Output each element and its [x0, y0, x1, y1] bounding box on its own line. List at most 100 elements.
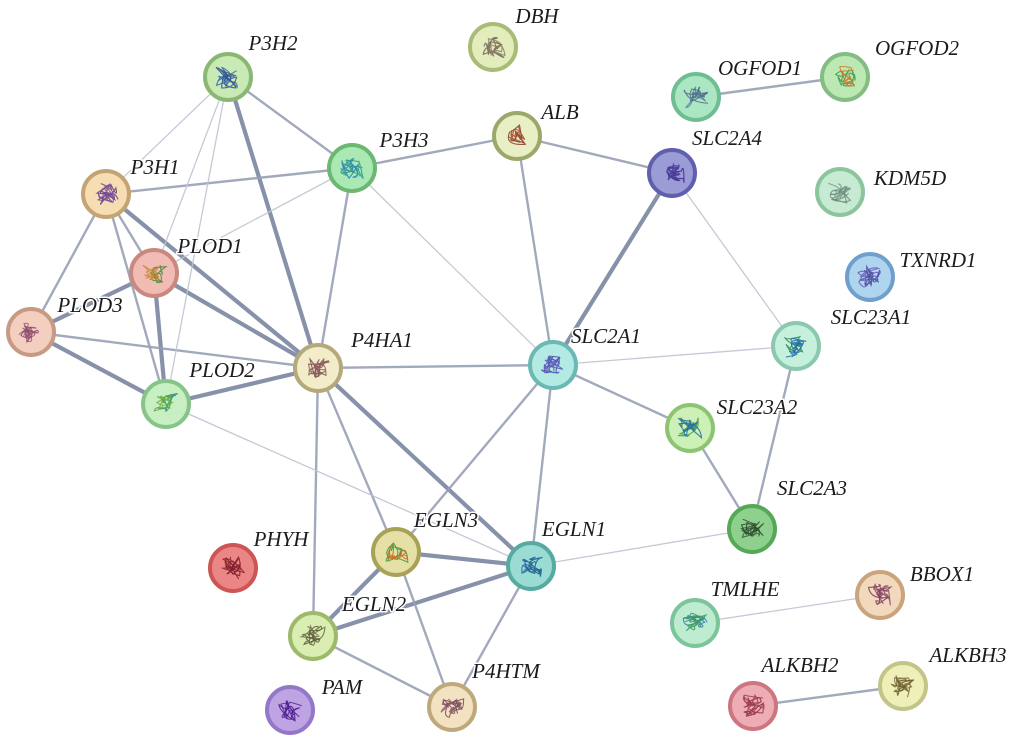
node-OGFOD2[interactable] — [820, 52, 870, 102]
node-label-PLOD3: PLOD3 — [56, 293, 122, 317]
edge-SLC23A1-SLC2A3[interactable] — [750, 344, 798, 531]
node-PLOD2[interactable] — [141, 379, 191, 429]
edge-ALKBH2-ALKBH3[interactable] — [751, 684, 905, 708]
node-circle-PAM[interactable] — [265, 685, 315, 735]
edge-P4HA1-SLC2A1[interactable] — [316, 363, 555, 370]
edge-P3H1-P3H3[interactable] — [104, 166, 354, 196]
node-label-PHYH: PHYH — [253, 527, 311, 551]
node-EGLN3[interactable] — [371, 527, 421, 577]
protein-structure-glyph — [742, 694, 765, 717]
edge-P4HA1-EGLN2[interactable] — [311, 366, 320, 638]
edge-P3H3-ALB[interactable] — [350, 134, 519, 170]
node-SLC23A2[interactable] — [665, 403, 715, 453]
node-circle-P4HTM[interactable] — [427, 682, 477, 732]
node-SLC2A4[interactable] — [647, 148, 697, 198]
edge-P3H2-P4HA1[interactable] — [225, 74, 321, 371]
edge-P3H3-P4HA1[interactable] — [316, 166, 354, 370]
edge-P4HA1-EGLN3[interactable] — [316, 366, 398, 554]
node-circle-DBH[interactable] — [468, 22, 518, 72]
node-label-BBOX1: BBOX1 — [910, 562, 974, 586]
node-SLC23A1[interactable] — [771, 321, 821, 371]
protein-structure-glyph — [220, 555, 246, 580]
node-OGFOD1[interactable] — [671, 72, 721, 122]
edge-EGLN2-EGLN1[interactable] — [310, 563, 534, 639]
node-P4HA1[interactable] — [293, 343, 343, 393]
node-PLOD1[interactable] — [129, 248, 179, 298]
node-label-P4HTM: P4HTM — [471, 659, 541, 683]
edge-P3H3-SLC2A1[interactable] — [351, 167, 554, 366]
protein-structure-glyph — [340, 157, 364, 180]
node-PLOD3[interactable] — [6, 307, 56, 357]
node-P3H1[interactable] — [81, 169, 131, 219]
node-DBH[interactable] — [468, 22, 518, 72]
edge-PLOD2-P4HA1[interactable] — [163, 365, 321, 407]
node-ALKBH3[interactable] — [878, 661, 928, 711]
node-label-P3H2: P3H2 — [248, 31, 298, 55]
node-label-PAM: PAM — [321, 675, 364, 699]
node-label-EGLN2: EGLN2 — [341, 592, 407, 616]
edge-ALB-SLC2A1[interactable] — [515, 134, 555, 367]
node-EGLN2[interactable] — [288, 611, 338, 661]
edge-P3H2-P3H1[interactable] — [105, 76, 229, 195]
node-label-SLC2A1: SLC2A1 — [571, 324, 641, 348]
edge-PLOD3-PLOD2[interactable] — [28, 329, 169, 407]
protein-structure-glyph — [153, 393, 178, 412]
edge-P3H3-PLOD1[interactable] — [153, 167, 353, 274]
edge-P3H2-PLOD2[interactable] — [165, 76, 229, 405]
protein-structure-glyph — [18, 322, 39, 344]
node-label-OGFOD2: OGFOD2 — [875, 36, 959, 60]
node-SLC2A1[interactable] — [528, 340, 578, 390]
protein-structure-glyph — [215, 66, 238, 89]
edge-PLOD2-EGLN1[interactable] — [165, 403, 532, 567]
node-label-P3H3: P3H3 — [379, 128, 429, 152]
edge-P3H2-PLOD1[interactable] — [153, 76, 229, 274]
edge-PLOD1-P4HA1[interactable] — [151, 270, 321, 371]
node-BBOX1[interactable] — [855, 570, 905, 620]
edge-PLOD3-P4HA1[interactable] — [29, 330, 320, 370]
node-label-DBH: DBH — [514, 4, 560, 28]
node-ALB[interactable] — [492, 111, 542, 161]
edge-SLC2A1-SLC23A1[interactable] — [552, 345, 797, 366]
protein-structure-glyph — [142, 264, 168, 284]
protein-structure-glyph — [540, 355, 564, 374]
node-PHYH[interactable] — [208, 543, 258, 593]
node-label-SLC2A3: SLC2A3 — [777, 476, 847, 500]
edge-P3H1-PLOD2[interactable] — [104, 192, 168, 406]
node-label-PLOD1: PLOD1 — [176, 234, 242, 258]
edge-EGLN1-SLC2A3[interactable] — [530, 528, 753, 567]
node-EGLN1[interactable] — [506, 541, 556, 591]
node-ALKBH2[interactable] — [728, 681, 778, 731]
node-TMLHE[interactable] — [670, 598, 720, 648]
edge-P4HA1-EGLN1[interactable] — [315, 365, 534, 569]
protein-structure-glyph — [521, 556, 543, 577]
edge-SLC2A4-SLC23A1[interactable] — [671, 172, 797, 347]
protein-structure-glyph — [385, 541, 409, 564]
edge-SLC2A4-SLC2A1[interactable] — [550, 170, 675, 368]
node-P3H2[interactable] — [203, 52, 253, 102]
edge-EGLN3-P4HTM[interactable] — [394, 550, 454, 709]
edge-P3H1-PLOD3[interactable] — [29, 192, 108, 334]
edge-TMLHE-BBOX1[interactable] — [694, 594, 881, 624]
edge-SLC2A1-EGLN1[interactable] — [529, 363, 555, 568]
edge-SLC2A1-EGLN3[interactable] — [394, 363, 555, 554]
edge-EGLN1-P4HTM[interactable] — [450, 564, 533, 709]
edge-ALB-SLC2A4[interactable] — [515, 134, 674, 175]
protein-structure-glyph — [834, 65, 856, 88]
node-circle-EGLN3[interactable] — [371, 527, 421, 577]
node-P3H3[interactable] — [327, 143, 377, 193]
protein-structure-glyph — [308, 357, 330, 379]
node-label-KDM5D: KDM5D — [873, 166, 946, 190]
edge-EGLN2-P4HTM[interactable] — [311, 634, 454, 709]
protein-structure-glyph — [890, 675, 915, 698]
edge-SLC2A1-SLC23A2[interactable] — [551, 363, 692, 430]
protein-structure-glyph — [507, 124, 527, 146]
node-SLC2A3[interactable] — [727, 504, 777, 554]
edge-P3H1-P4HA1[interactable] — [103, 191, 321, 371]
node-PAM[interactable] — [265, 685, 315, 735]
node-P4HTM[interactable] — [427, 682, 477, 732]
edge-OGFOD1-OGFOD2[interactable] — [694, 75, 847, 99]
edge-P3H2-P3H3[interactable] — [226, 75, 354, 170]
node-TXNRD1[interactable] — [845, 252, 895, 302]
node-KDM5D[interactable] — [815, 167, 865, 217]
